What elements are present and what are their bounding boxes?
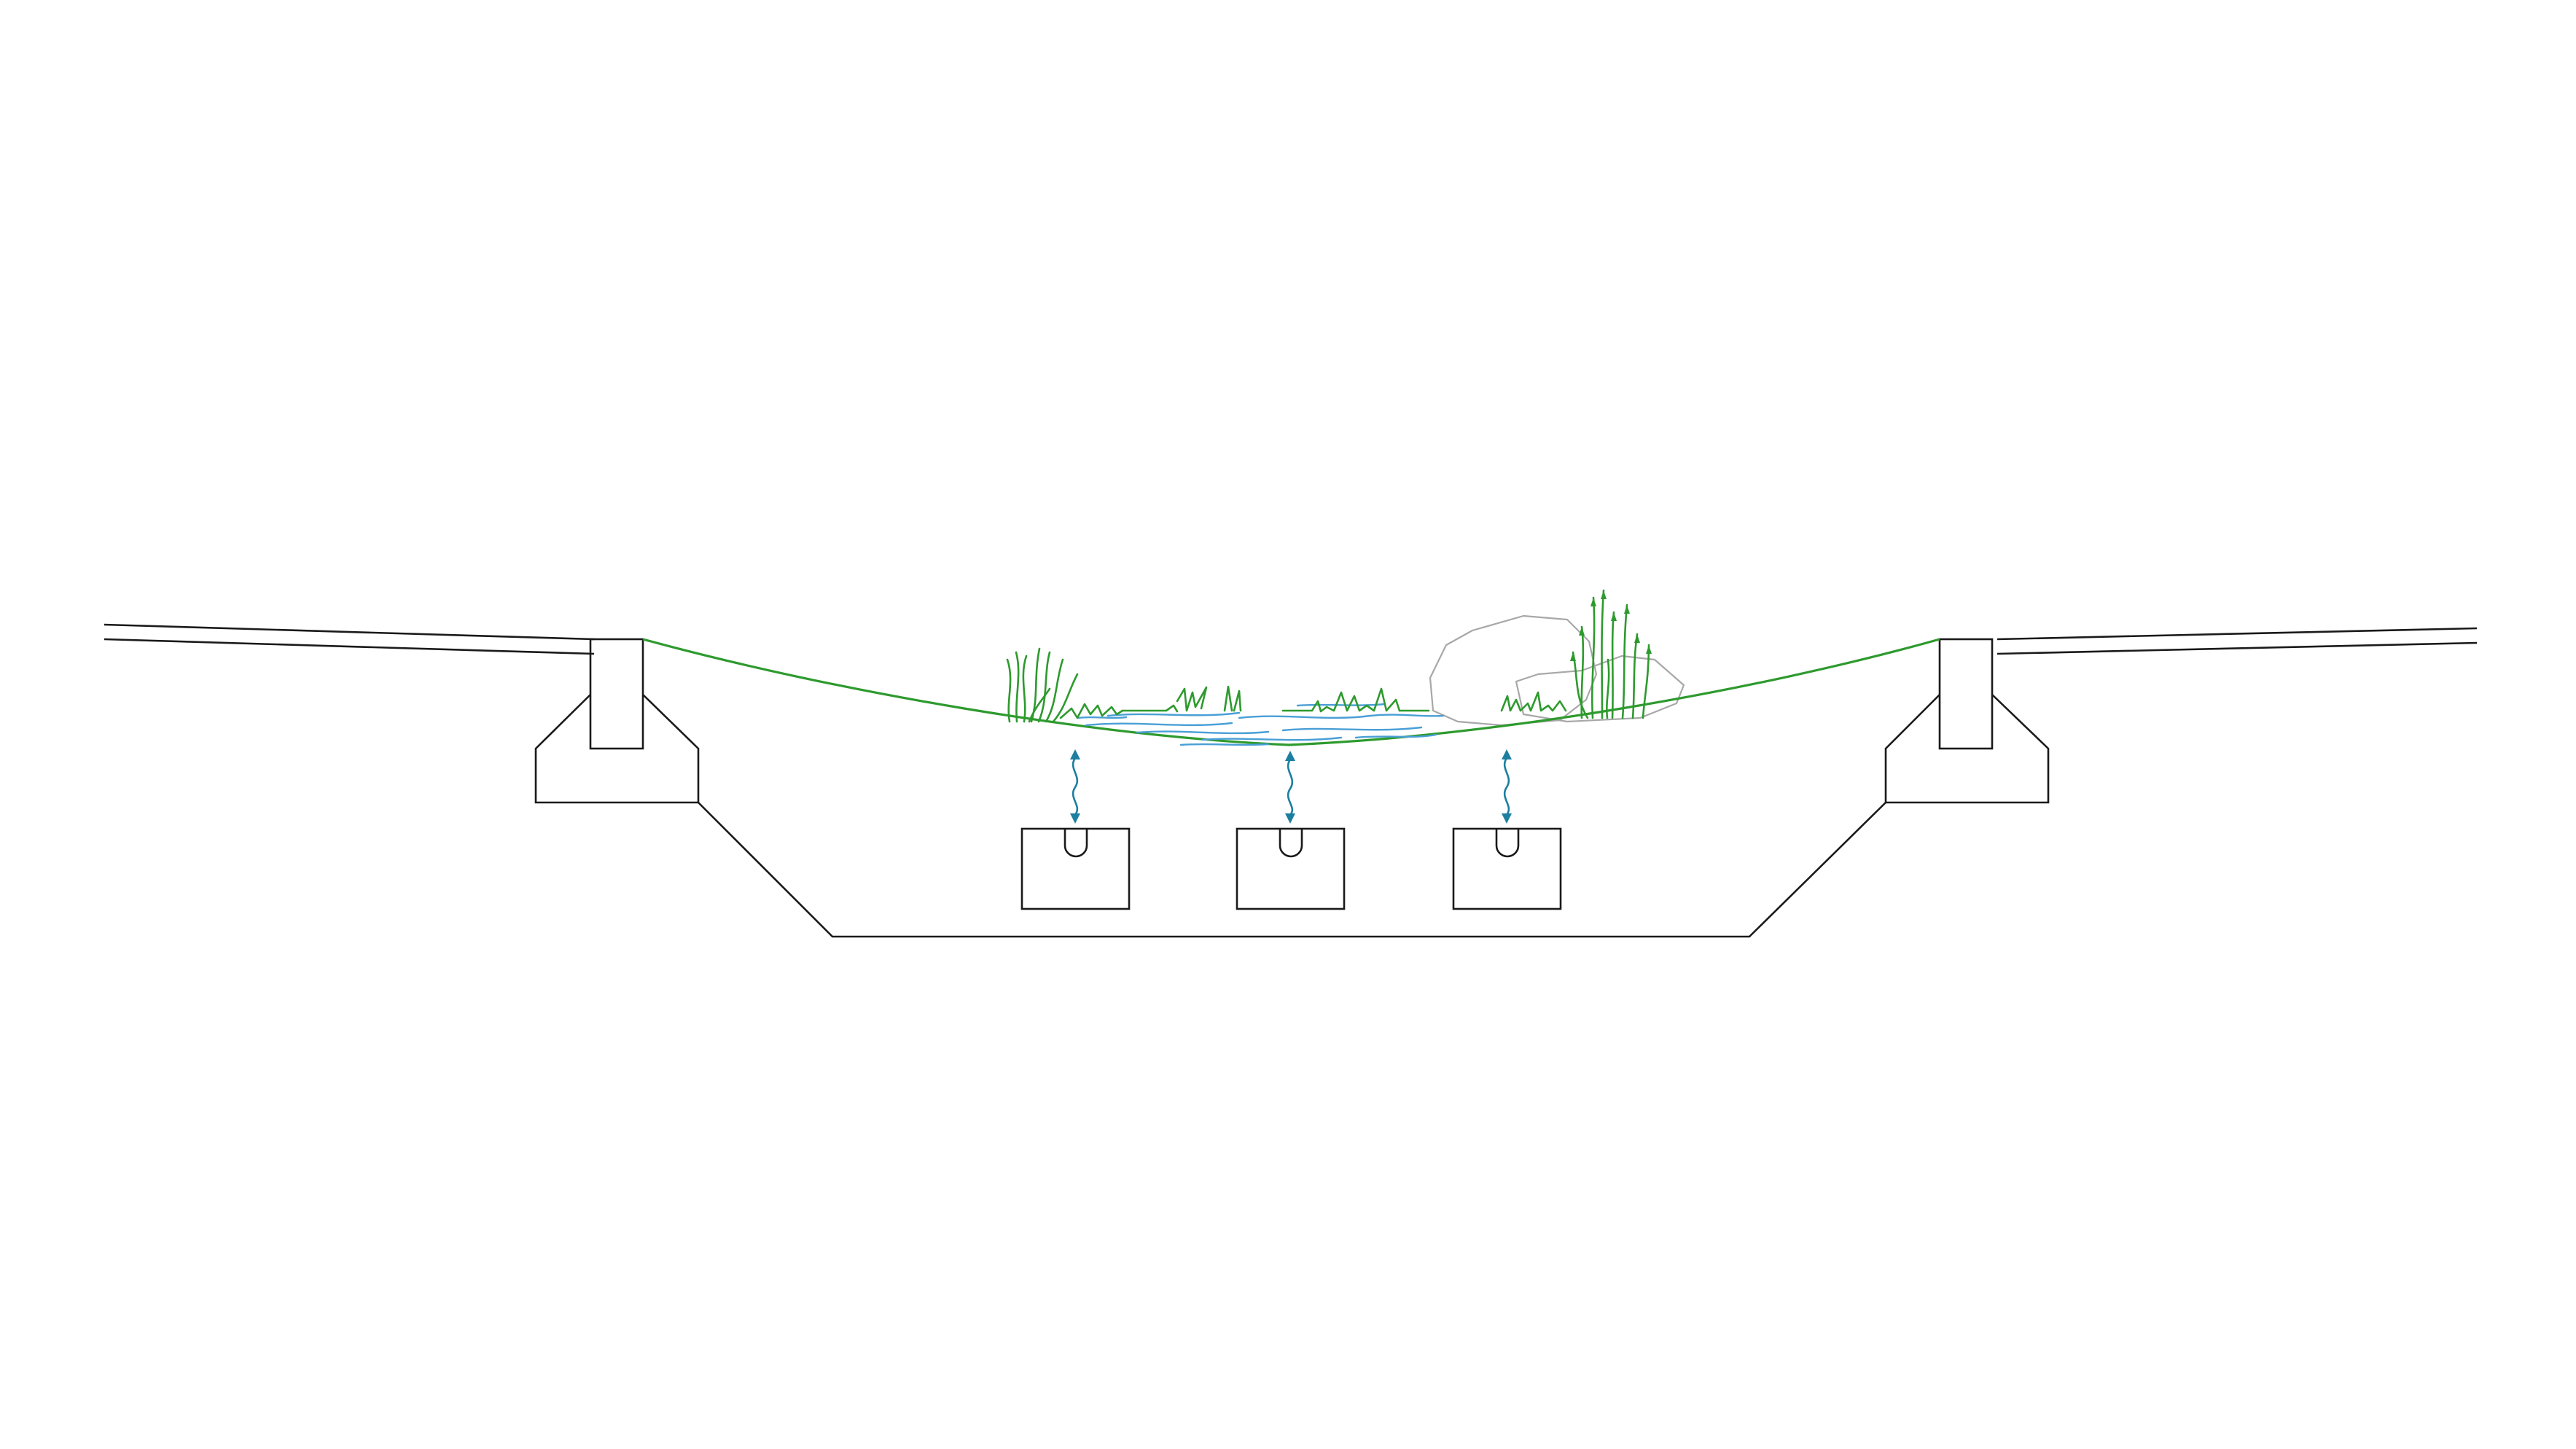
right-abutment	[1884, 638, 2050, 804]
exchange-arrow-1	[1070, 749, 1080, 824]
right-deck	[1997, 627, 2478, 655]
exchange-arrow-3	[1502, 749, 1512, 824]
channel-outline	[698, 802, 1886, 938]
underground-chamber-2	[1236, 827, 1346, 910]
left-deck	[104, 623, 595, 655]
reeds	[1006, 589, 1652, 723]
exchange-arrow-2	[1285, 751, 1295, 824]
underground-chamber-1	[1020, 827, 1131, 910]
left-abutment	[534, 638, 700, 804]
underground-chamber-3	[1452, 827, 1562, 910]
vegetated-swale	[642, 638, 1940, 746]
rocks	[1429, 614, 1685, 727]
